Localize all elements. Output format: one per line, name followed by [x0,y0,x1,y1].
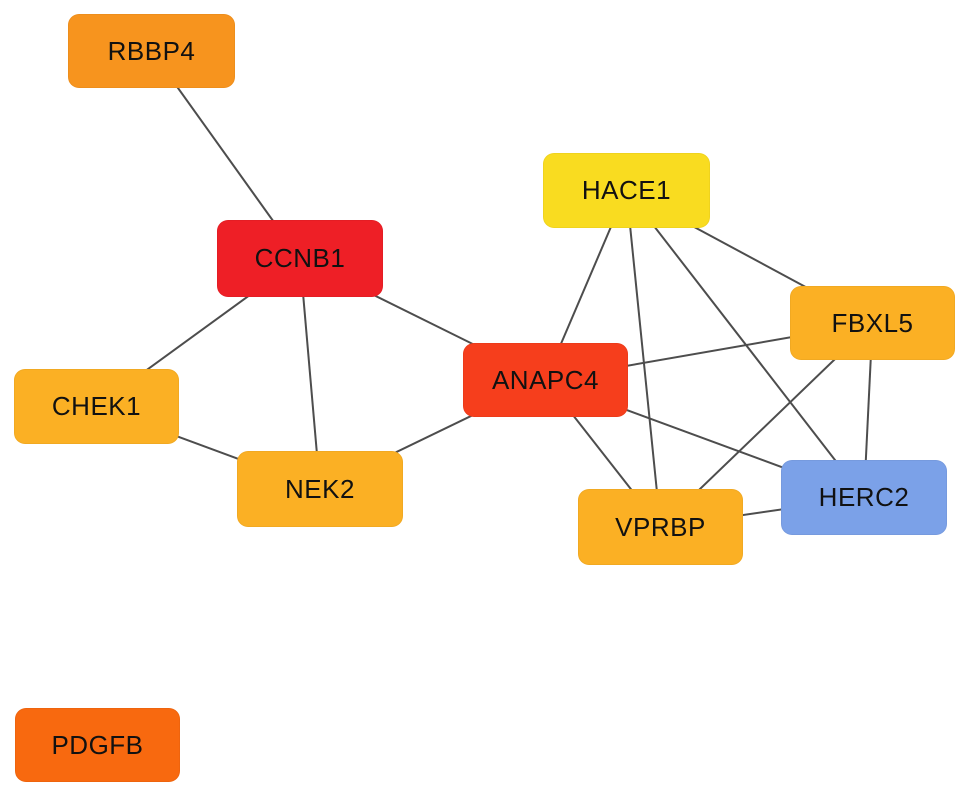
node-vprbp[interactable]: VPRBP [578,489,743,565]
node-label: NEK2 [285,473,355,504]
node-label: FBXL5 [831,307,914,338]
node-herc2[interactable]: HERC2 [781,460,947,535]
node-label: HERC2 [818,482,910,512]
node-label: CCNB1 [254,243,346,273]
node-rbbp4[interactable]: RBBP4 [68,14,235,88]
node-label: VPRBP [615,511,706,542]
node-nek2[interactable]: NEK2 [237,451,403,527]
node-label: ANAPC4 [491,364,600,395]
edge-hace1-vprbp[interactable] [625,190,662,528]
node-label: PDGFB [51,729,144,760]
node-hace1[interactable]: HACE1 [543,153,710,228]
node-fbxl5[interactable]: FBXL5 [790,286,955,360]
node-label: HACE1 [581,175,672,205]
node-chek1[interactable]: CHEK1 [14,369,179,444]
edge-hace1-herc2[interactable] [625,189,865,499]
node-pdgfb[interactable]: PDGFB [15,708,180,782]
node-label: CHEK1 [51,391,142,421]
node-anapc4[interactable]: ANAPC4 [463,343,628,417]
node-label: RBBP4 [107,35,196,66]
node-ccnb1[interactable]: CCNB1 [217,220,383,297]
